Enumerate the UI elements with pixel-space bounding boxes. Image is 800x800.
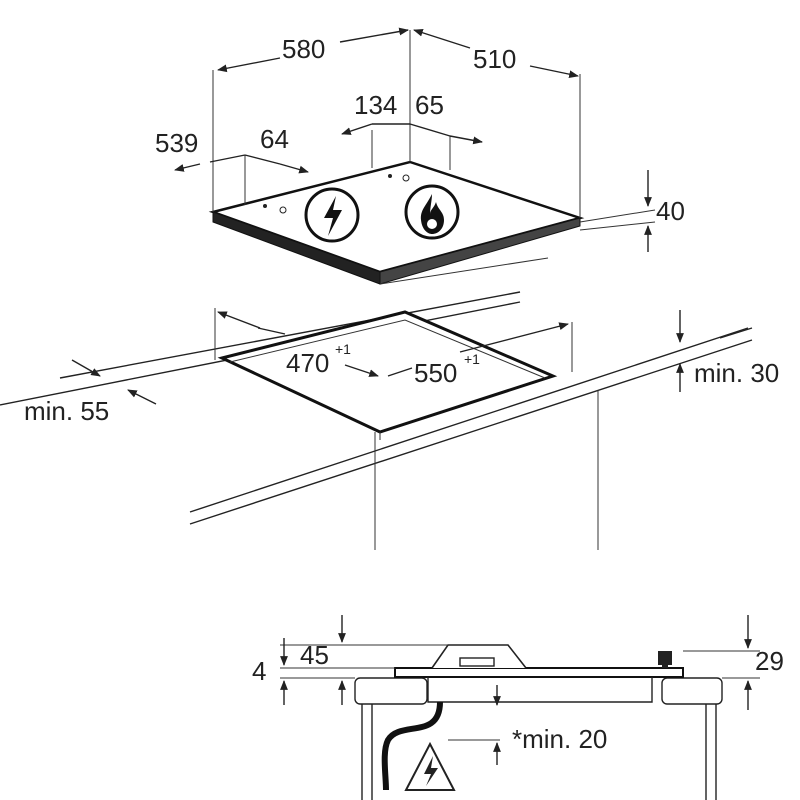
- dim-470-tolerance: +1: [335, 341, 351, 357]
- dim-min-30: min. 30: [694, 358, 779, 388]
- dim-4: 4: [252, 656, 266, 686]
- dim-134: 134: [354, 90, 397, 120]
- hob-section-glass: [394, 667, 684, 678]
- dim-510: 510: [473, 44, 516, 74]
- dim-65: 65: [415, 90, 444, 120]
- dim-29: 29: [755, 646, 784, 676]
- hob-section-knob: [658, 651, 672, 665]
- electric-bolt-icon: [304, 187, 360, 243]
- hob-side-edge: [379, 217, 581, 285]
- dim-45: 45: [300, 640, 329, 670]
- dim-64: 64: [260, 124, 289, 154]
- gas-flame-icon: [404, 184, 460, 240]
- power-cable: [381, 701, 443, 791]
- dim-580: 580: [282, 34, 325, 64]
- dim-539: 539: [155, 128, 198, 158]
- dim-min-20: *min. 20: [512, 724, 607, 754]
- cross-section-view: 45 4 29 *min. 20: [252, 615, 784, 800]
- dim-470: 470: [286, 348, 329, 378]
- worktop-left-section: [354, 677, 428, 705]
- hob-section-burner: [431, 644, 527, 669]
- worktop-cutout: [217, 310, 558, 434]
- worktop-cutout-view: 470 +1 550 +1 min. 30 min. 55: [0, 291, 779, 550]
- warning-bolt-icon: [404, 741, 456, 791]
- worktop-right-section: [661, 677, 723, 705]
- dim-550: 550: [414, 358, 457, 388]
- dim-40: 40: [656, 196, 685, 226]
- hob-3d-view: 580 510 539 64 134 65 40: [155, 27, 685, 285]
- dim-min-55: min. 55: [24, 396, 109, 426]
- hob-top-surface: [208, 160, 585, 274]
- dim-550-tolerance: +1: [464, 351, 480, 367]
